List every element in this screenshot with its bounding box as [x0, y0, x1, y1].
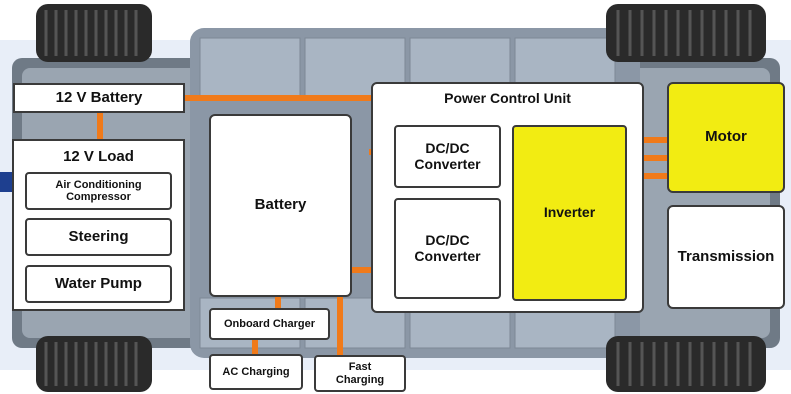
ac-charging-box: AC Charging — [209, 354, 303, 390]
onboard-charger-label: Onboard Charger — [223, 317, 316, 330]
tire-front-left — [36, 4, 152, 62]
transmission-label: Transmission — [677, 247, 775, 265]
battery-12v-box: 12 V Battery — [13, 83, 185, 113]
tire-front-right — [606, 4, 766, 62]
dcdc-converter-top-box: DC/DC Converter — [394, 125, 501, 188]
inverter-label: Inverter — [543, 204, 596, 221]
steering-label: Steering — [68, 227, 129, 245]
transmission-box: Transmission — [667, 205, 785, 309]
ac-charging-label: AC Charging — [222, 365, 290, 378]
inverter-box: Inverter — [512, 125, 627, 301]
water-pump-box: Water Pump — [25, 265, 172, 303]
dcdc-converter-bottom-label: DC/DC Converter — [414, 231, 481, 264]
motor-box: Motor — [667, 82, 785, 193]
dcdc-converter-bottom-box: DC/DC Converter — [394, 198, 501, 299]
battery-label: Battery — [254, 196, 307, 214]
fast-charging-label: Fast Charging — [335, 361, 385, 386]
water-pump-label: Water Pump — [55, 274, 142, 292]
tire-rear-right — [606, 336, 766, 392]
dcdc-converter-top-label: DC/DC Converter — [414, 139, 481, 172]
tire-rear-left — [36, 336, 152, 392]
air-conditioning-compressor-label: Air Conditioning Compressor — [55, 178, 142, 203]
power-control-unit-label: Power Control Unit — [444, 90, 571, 106]
battery-box: Battery — [209, 114, 352, 297]
load-12v-label: 12 V Load — [63, 148, 134, 165]
motor-label: Motor — [705, 128, 747, 146]
onboard-charger-box: Onboard Charger — [209, 308, 330, 340]
steering-box: Steering — [25, 218, 172, 256]
fast-charging-box: Fast Charging — [314, 355, 406, 392]
battery-12v-label: 12 V Battery — [55, 88, 143, 106]
air-conditioning-compressor-box: Air Conditioning Compressor — [25, 172, 172, 210]
